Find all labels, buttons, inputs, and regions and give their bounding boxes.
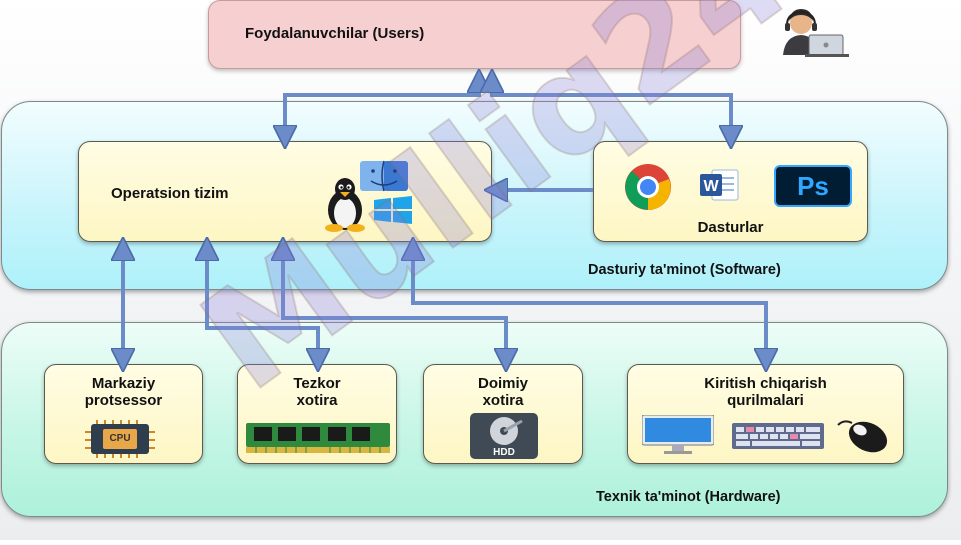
photoshop-icon: Ps (774, 165, 852, 207)
monitor-icon (642, 415, 714, 454)
software-panel-label: Dasturiy ta'minot (Software) (588, 262, 781, 278)
ram-label-line1: Tezkor (293, 375, 341, 392)
os-label: Operatsion tizim (111, 185, 229, 202)
chrome-icon (625, 164, 671, 210)
ram-box: Tezkor xotira (237, 364, 397, 464)
macos-finder-icon (360, 160, 408, 192)
cpu-label-line2: protsessor (84, 392, 163, 409)
cpu-chip-icon: CPU (85, 420, 155, 458)
hdd-label-line1: Doimiy (477, 375, 528, 392)
cpu-box: Markaziy protsessor CPU (44, 364, 203, 464)
photoshop-icon-text: Ps (797, 171, 829, 201)
hdd-icon-text: HDD (493, 447, 515, 458)
io-label-line2: qurilmalari (727, 392, 804, 409)
word-icon: W (700, 169, 739, 201)
hardware-panel-label: Texnik ta'minot (Hardware) (596, 489, 781, 505)
operating-system-box: Operatsion tizim (78, 141, 492, 242)
users-box: Foydalanuvchilar (Users) (208, 0, 849, 69)
svg-text:W: W (703, 178, 719, 195)
keyboard-icon (732, 423, 824, 449)
ram-label-line2: xotira (296, 392, 338, 409)
io-label-line1: Kiritish chiqarish (704, 375, 827, 392)
apps-label: Dasturlar (697, 219, 764, 236)
windows-icon (374, 196, 412, 224)
cpu-label-line1: Markaziy (91, 375, 156, 392)
mouse-icon (837, 420, 888, 453)
ram-module-icon (246, 423, 390, 453)
user-at-laptop-icon (783, 9, 849, 57)
linux-tux-icon (325, 178, 365, 232)
hdd-box: Doimiy xotira HDD (423, 364, 583, 464)
hdd-label-line2: xotira (482, 392, 524, 409)
cpu-chip-text: CPU (109, 433, 131, 444)
applications-box: Dasturlar W Ps (593, 141, 868, 242)
users-label: Foydalanuvchilar (Users) (245, 25, 425, 42)
hdd-icon: HDD (470, 413, 538, 459)
io-devices-box: Kiritish chiqarish qurilmalari (627, 364, 904, 464)
